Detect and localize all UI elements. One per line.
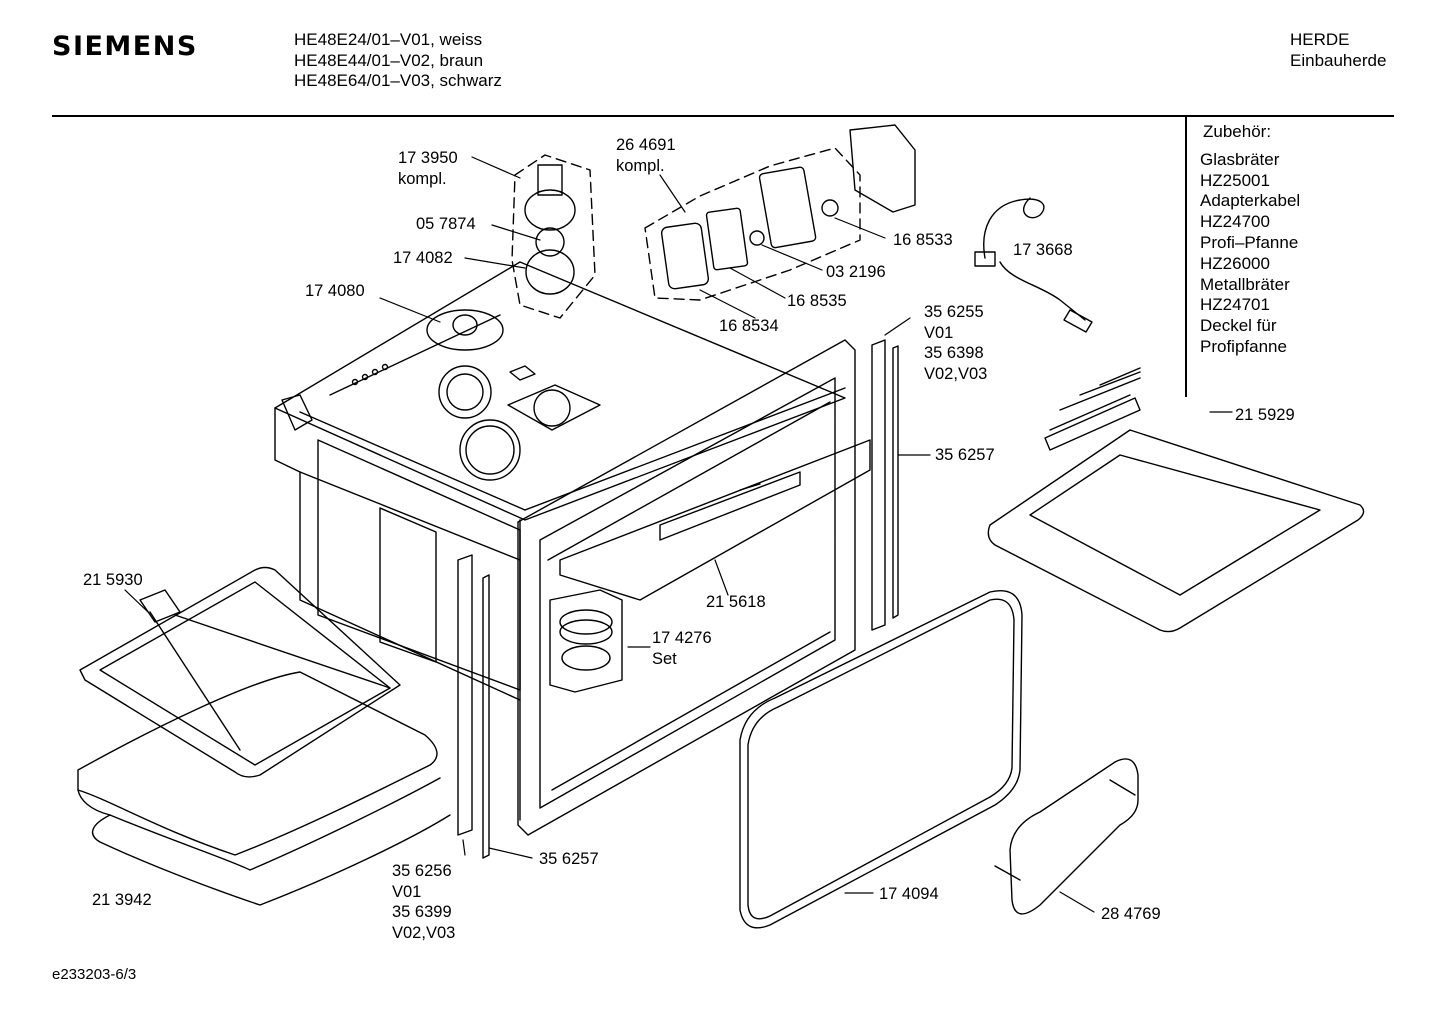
category-title: HERDE — [1290, 30, 1350, 49]
part-variant: V01 — [924, 323, 954, 342]
accessories-title: Zubehör: — [1203, 122, 1272, 141]
part-number: 17 4276 — [652, 629, 712, 647]
part-label-215930: 21 5930 — [83, 571, 143, 589]
part-label-215618: 21 5618 — [706, 593, 766, 611]
light-cover-set — [549, 589, 623, 693]
accessories-divider — [1185, 116, 1187, 397]
category-subtitle: Einbauherde — [1290, 50, 1387, 70]
part-label-168534: 16 8534 — [719, 317, 779, 335]
part-label-173668: 17 3668 — [1013, 241, 1073, 259]
part-note: Set — [652, 649, 677, 668]
part-label-174276: 17 4276 Set — [652, 628, 712, 669]
accessory-item: HZ26000 — [1200, 253, 1270, 273]
accessory-item: HZ24701 — [1200, 295, 1270, 315]
part-number: 35 6255 — [924, 303, 984, 321]
part-number: 17 3950 — [398, 149, 458, 167]
part-variant: V02,V03 — [924, 364, 988, 383]
model-line: HE48E44/01–V02, braun — [294, 50, 484, 70]
accessories-list: Zubehör: Glasbräter HZ25001 Adapterkabel… — [1200, 122, 1300, 358]
part-variant: V02,V03 — [392, 923, 456, 942]
part-label-284769: 28 4769 — [1101, 905, 1161, 923]
document-reference: e233203-6/3 — [52, 966, 137, 983]
part-label-356257-right: 35 6257 — [935, 446, 995, 464]
part-label-032196: 03 2196 — [826, 263, 886, 281]
leader-lines — [124, 156, 1233, 913]
model-list: HE48E24/01–V01, weiss HE48E44/01–V02, br… — [294, 30, 502, 92]
part-label-168533: 16 8533 — [893, 231, 953, 249]
model-line: HE48E24/01–V01, weiss — [294, 30, 483, 49]
header-divider — [52, 115, 1394, 117]
part-label-174094: 17 4094 — [879, 885, 939, 903]
part-label-213942: 21 3942 — [92, 891, 152, 909]
part-label-173950: 17 3950 kompl. — [398, 148, 458, 189]
accessory-item: Adapterkabel — [1200, 191, 1301, 211]
top-heating-element — [987, 367, 1365, 633]
accessory-item: Glasbräter — [1200, 149, 1280, 169]
front-frame — [517, 339, 871, 836]
ring-heating-element — [79, 566, 401, 778]
accessory-item: HZ24700 — [1200, 212, 1270, 232]
lamp-cover-kit — [644, 124, 916, 301]
part-number: 35 6398 — [924, 344, 984, 362]
part-label-264691: 26 4691 kompl. — [616, 135, 676, 176]
model-line: HE48E64/01–V03, schwarz — [294, 71, 502, 90]
adapter-cable — [974, 197, 1093, 333]
part-note: kompl. — [398, 169, 447, 188]
insulation-mat — [77, 671, 451, 906]
part-number: 35 6399 — [392, 903, 452, 921]
part-label-174082: 17 4082 — [393, 249, 453, 267]
part-label-356256: 35 6256 V01 35 6399 V02,V03 — [392, 861, 455, 943]
part-number: 35 6256 — [392, 862, 452, 880]
part-note: kompl. — [616, 156, 665, 175]
part-number: 26 4691 — [616, 136, 676, 154]
support-grid — [994, 758, 1139, 915]
part-label-057874: 05 7874 — [416, 215, 476, 233]
accessory-item: Profipfanne — [1200, 336, 1287, 356]
brand-logo: SIEMENS — [52, 31, 198, 62]
side-rails — [457, 339, 899, 859]
part-label-215929: 21 5929 — [1235, 406, 1295, 424]
accessory-item: Metallbräter — [1200, 274, 1290, 294]
part-label-356257-left: 35 6257 — [539, 850, 599, 868]
accessory-item: Profi–Pfanne — [1200, 232, 1299, 252]
part-variant: V01 — [392, 882, 422, 901]
accessory-item: Deckel für — [1200, 316, 1277, 336]
door-seal — [739, 590, 1023, 929]
part-label-174080: 17 4080 — [305, 282, 365, 300]
accessory-item: HZ25001 — [1200, 170, 1270, 190]
lamp-assembly — [426, 154, 596, 351]
category-block: HERDE Einbauherde — [1290, 30, 1386, 71]
part-label-356255: 35 6255 V01 35 6398 V02,V03 — [924, 302, 987, 384]
part-label-168535: 16 8535 — [787, 292, 847, 310]
oven-housing — [274, 261, 846, 821]
